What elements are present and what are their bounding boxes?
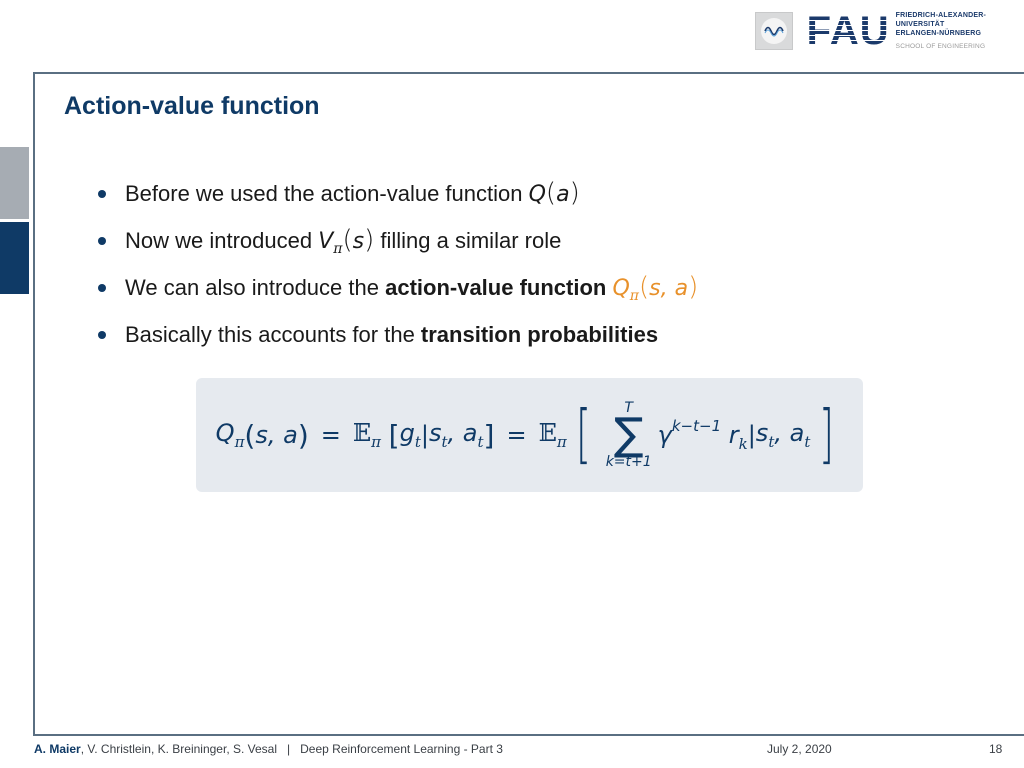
bullet-text: Now we introduced xyxy=(125,228,319,253)
bullet-bold-text: transition probabilities xyxy=(420,322,659,347)
math-q-pi-s-a: Qπ(s, a) xyxy=(612,272,699,304)
summation: T ∑ k=t+1 xyxy=(605,400,652,470)
bullet-item: We can also introduce the action-value f… xyxy=(98,264,698,311)
slide-title: Action-value function xyxy=(64,92,320,120)
lead-author: A. Maier xyxy=(34,742,81,756)
bullet-bold-text: action-value function xyxy=(385,275,607,300)
sum-upper-limit: T xyxy=(624,400,633,416)
bullet-list: Before we used the action-value function… xyxy=(98,170,698,358)
bullet-item: Before we used the action-value function… xyxy=(98,170,698,217)
sum-lower-limit: k=t+1 xyxy=(605,454,652,470)
bullet-item: Now we introduced Vπ(s) filling a simila… xyxy=(98,217,698,264)
footer-separator: | xyxy=(287,742,291,756)
bullet-text: We can also introduce the xyxy=(125,275,386,300)
bullet-item: Basically this accounts for the transiti… xyxy=(98,311,698,358)
wave-icon xyxy=(763,26,784,37)
footer-date: July 2, 2020 xyxy=(767,742,832,756)
side-marker-gray xyxy=(0,147,29,219)
formula-box: Qπ(s, a) = 𝔼π [gt|st, at] = 𝔼π [ T ∑ k=t… xyxy=(196,378,863,492)
math-v-pi-s: Vπ(s) xyxy=(318,225,375,257)
co-authors: , V. Christlein, K. Breininger, S. Vesal xyxy=(80,742,278,756)
fau-line-1: FRIEDRICH-ALEXANDER- xyxy=(895,12,986,19)
fau-line-2: UNIVERSITÄT xyxy=(895,21,945,28)
lecture-title: Deep Reinforcement Learning - Part 3 xyxy=(300,742,503,756)
page-number: 18 xyxy=(989,742,1003,756)
footer-authors: A. Maier, V. Christlein, K. Breininger, … xyxy=(34,742,503,756)
gamma-exponent: k−t−1 xyxy=(671,417,722,435)
bullet-text: Basically this accounts for the xyxy=(125,322,421,347)
side-marker-blue xyxy=(0,222,29,294)
fau-logo: FAU FRIEDRICH-ALEXANDER- UNIVERSITÄT ERL… xyxy=(807,11,986,51)
fau-line-3: ERLANGEN-NÜRNBERG xyxy=(895,30,982,37)
lme-logo xyxy=(754,12,793,50)
math-q-a: Q(a) xyxy=(528,178,580,208)
fau-letters: FAU xyxy=(806,9,890,53)
fau-university-name: FRIEDRICH-ALEXANDER- UNIVERSITÄT ERLANGE… xyxy=(896,11,986,51)
bullet-text: filling a similar role xyxy=(374,228,562,253)
bullet-text: Before we used the action-value function xyxy=(125,181,529,206)
action-value-equation: Qπ(s, a) = 𝔼π [gt|st, at] = 𝔼π [ T ∑ k=t… xyxy=(215,398,835,472)
school-name: SCHOOL OF ENGINEERING xyxy=(895,43,986,50)
header-logos: FAU FRIEDRICH-ALEXANDER- UNIVERSITÄT ERL… xyxy=(754,10,986,52)
slide-frame xyxy=(33,72,1024,736)
